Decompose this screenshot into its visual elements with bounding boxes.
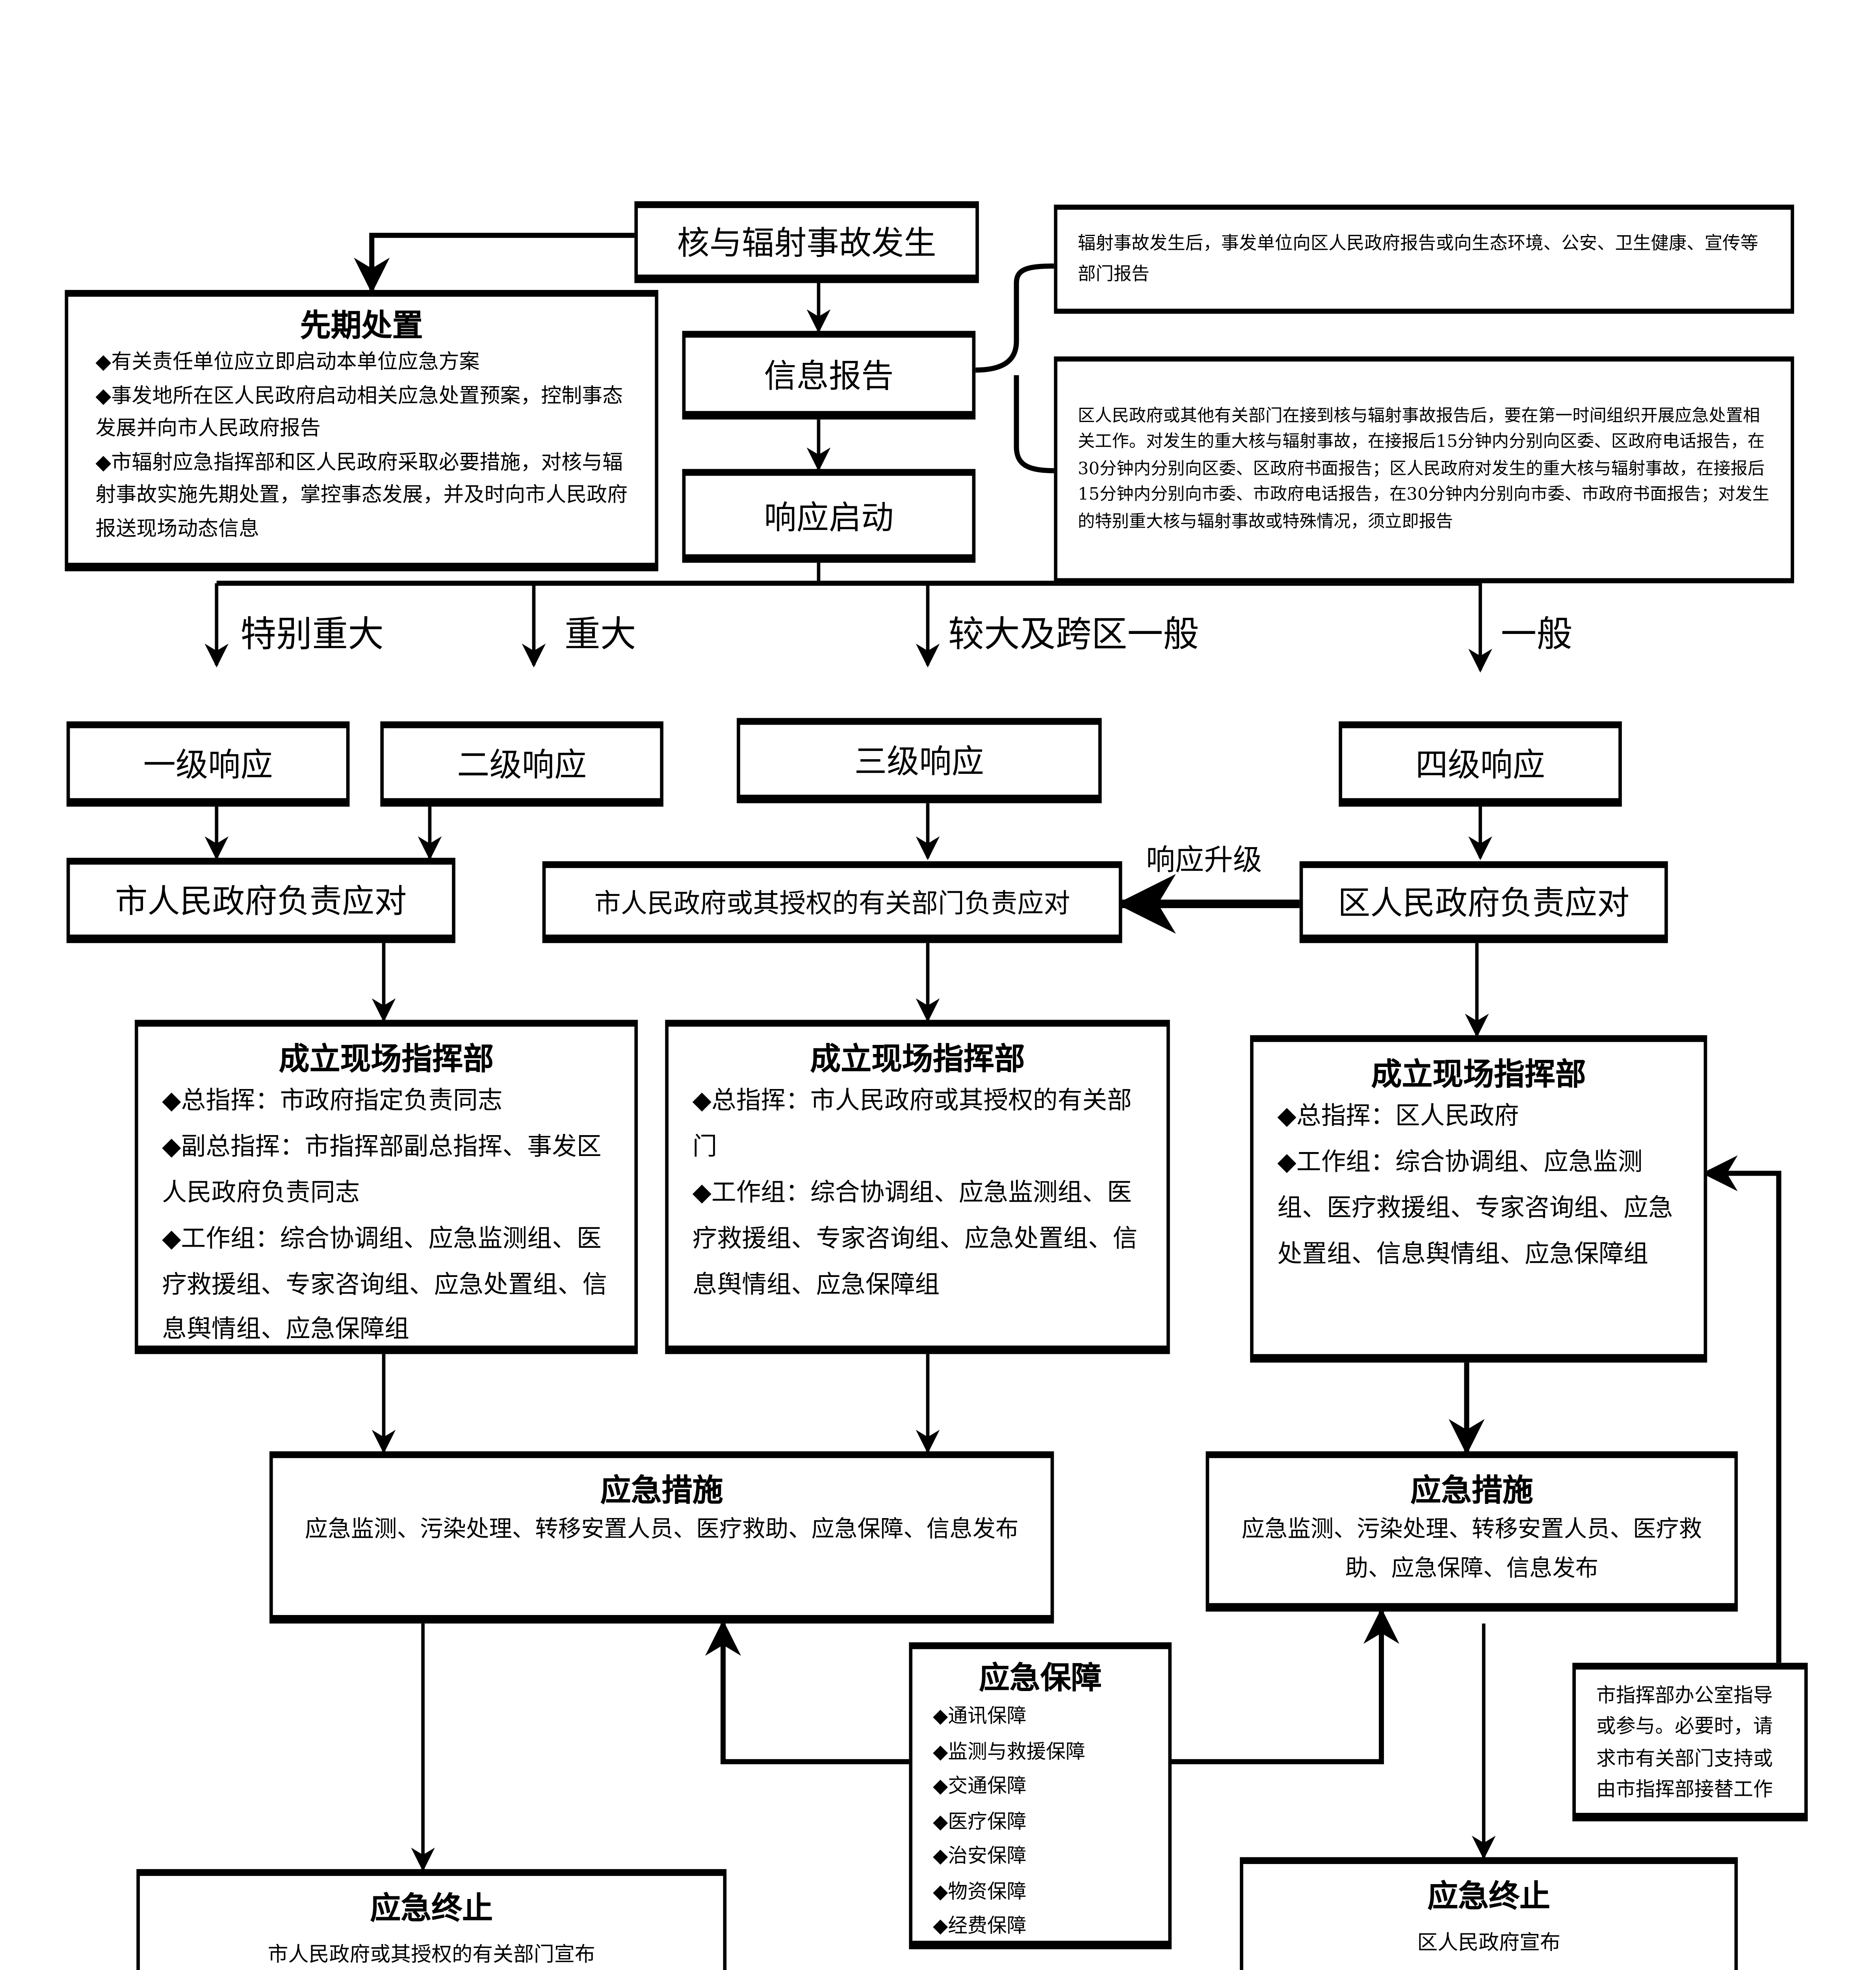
level-3-box: 三级响应	[737, 718, 1102, 803]
report-note-1-text: 辐射事故发生后，事发单位向区人民政府报告或向生态环境、公安、卫生健康、宣传等部门…	[1077, 233, 1759, 285]
measures-title: 应急措施	[1410, 1473, 1533, 1509]
severity-label-extreme: 特别重大	[240, 614, 384, 655]
command-item: ◆工作组：综合协调组、应急监测组、医疗救援组、专家咨询组、应急处置组、信息舆情组…	[162, 1226, 607, 1345]
level-1-label: 一级响应	[143, 747, 273, 785]
level-2-label: 二级响应	[457, 747, 587, 785]
city-responsible-box: 市人民政府负责应对	[66, 858, 455, 943]
citydept-responsible-label: 市人民政府或其授权的有关部门负责应对	[594, 887, 1070, 918]
support-item: ◆物资保障	[932, 1879, 1027, 1903]
measures-title: 应急措施	[600, 1473, 723, 1509]
arrow-start-to-early	[354, 232, 636, 294]
report-note-2-text: 区人民政府或其他有关部门在接到核与辐射事故报告后，要在第一时间组织开展应急处置相…	[1077, 407, 1770, 532]
arrow-support-left-measures	[705, 1620, 913, 1764]
city-guidance-text: 市指挥部办公室指导或参与。必要时，请求市有关部门支持或由市指挥部接替工作	[1596, 1683, 1773, 1801]
command-item: ◆总指挥：市政府指定负责同志	[162, 1089, 503, 1116]
command-item: ◆副总指挥：市指挥部副总指挥、事发区人民政府负责同志	[162, 1134, 602, 1208]
accident-occurs-title: 核与辐射事故发生	[677, 225, 936, 263]
early-response-list: ◆有关责任单位应立即启动本单位应急方案 ◆事发地所在区人民政府启动相关应急处置预…	[95, 347, 628, 546]
support-item: ◆交通保障	[932, 1774, 1027, 1798]
severity-label-general: 一般	[1501, 614, 1573, 655]
command-post-district: 成立现场指挥部 ◆总指挥：区人民政府 ◆工作组：综合协调组、应急监测组、医疗救援…	[1250, 1035, 1707, 1363]
command-post-title: 成立现场指挥部	[810, 1042, 1025, 1078]
report-note-2: 区人民政府或其他有关部门在接到核与辐射事故报告后，要在第一时间组织开展应急处置相…	[1054, 356, 1794, 584]
termination-title: 应急终止	[1427, 1879, 1551, 1915]
city-responsible-label: 市人民政府负责应对	[115, 883, 407, 921]
brace-report-notes	[975, 263, 1054, 474]
accident-occurs-box: 核与辐射事故发生	[634, 201, 979, 283]
termination-title: 应急终止	[370, 1891, 493, 1927]
response-start-box: 响应启动	[682, 469, 976, 563]
level-1-box: 一级响应	[66, 721, 350, 807]
citydept-responsible-box: 市人民政府或其授权的有关部门负责应对	[542, 861, 1122, 943]
response-start-title: 响应启动	[764, 499, 894, 537]
escalation-label: 响应升级	[1146, 844, 1262, 879]
measures-text: 应急监测、污染处理、转移安置人员、医疗救助、应急保障、信息发布	[1241, 1517, 1702, 1583]
support-item: ◆经费保障	[932, 1914, 1027, 1938]
measures-city: 应急措施 应急监测、污染处理、转移安置人员、医疗救助、应急保障、信息发布	[269, 1451, 1054, 1624]
command-post-title: 成立现场指挥部	[1371, 1057, 1586, 1093]
command-post-title: 成立现场指挥部	[279, 1042, 494, 1078]
command-item: ◆总指挥：市人民政府或其授权的有关部门	[692, 1089, 1132, 1162]
termination-city: 应急终止 市人民政府或其授权的有关部门宣布	[136, 1869, 727, 1970]
measures-district: 应急措施 应急监测、污染处理、转移安置人员、医疗救助、应急保障、信息发布	[1205, 1451, 1738, 1612]
district-responsible-box: 区人民政府负责应对	[1299, 861, 1668, 943]
info-report-title: 信息报告	[764, 358, 894, 396]
severity-label-major: 重大	[564, 614, 636, 655]
command-item: ◆工作组：综合协调组、应急监测组、医疗救援组、专家咨询组、应急处置组、信息舆情组…	[1277, 1150, 1673, 1269]
early-response-item: ◆事发地所在区人民政府启动相关应急处置预案，控制事态发展并向市人民政府报告	[95, 383, 623, 440]
command-post-items: ◆总指挥：市人民政府或其授权的有关部门 ◆工作组：综合协调组、应急监测组、医疗救…	[693, 1080, 1143, 1309]
support-item: ◆治安保障	[932, 1844, 1027, 1868]
command-post-items: ◆总指挥：区人民政府 ◆工作组：综合协调组、应急监测组、医疗救援组、专家咨询组、…	[1277, 1096, 1680, 1279]
city-guidance-box: 市指挥部办公室指导或参与。必要时，请求市有关部门支持或由市指挥部接替工作	[1572, 1663, 1808, 1821]
support-item: ◆监测与救援保障	[932, 1739, 1085, 1763]
support-item: ◆通讯保障	[932, 1704, 1027, 1728]
early-response-item: ◆有关责任单位应立即启动本单位应急方案	[95, 350, 480, 374]
command-post-city: 成立现场指挥部 ◆总指挥：市政府指定负责同志 ◆副总指挥：市指挥部副总指挥、事发…	[134, 1020, 638, 1355]
early-response-item: ◆市辐射应急指挥部和区人民政府采取必要措施，对核与辐射事故实施先期处置，掌控事态…	[95, 450, 628, 540]
district-responsible-label: 区人民政府负责应对	[1338, 885, 1630, 923]
arrow-guidance-feedback	[1701, 1155, 1781, 1663]
level-4-box: 四级响应	[1339, 721, 1622, 807]
command-post-citydept: 成立现场指挥部 ◆总指挥：市人民政府或其授权的有关部门 ◆工作组：综合协调组、应…	[665, 1020, 1170, 1354]
termination-text: 市人民政府或其授权的有关部门宣布	[267, 1943, 595, 1967]
termination-text: 区人民政府宣布	[1417, 1931, 1561, 1955]
support-title: 应急保障	[979, 1661, 1102, 1697]
command-item: ◆总指挥：区人民政府	[1277, 1104, 1519, 1132]
support-item: ◆医疗保障	[932, 1809, 1027, 1833]
level-4-label: 四级响应	[1415, 747, 1545, 785]
command-item: ◆工作组：综合协调组、应急监测组、医疗救援组、专家咨询组、应急处置组、信息舆情组…	[692, 1180, 1138, 1299]
support-list: ◆通讯保障 ◆监测与救援保障 ◆交通保障 ◆医疗保障 ◆治安保障 ◆物资保障 ◆…	[933, 1699, 1148, 1944]
support-box: 应急保障 ◆通讯保障 ◆监测与救援保障 ◆交通保障 ◆医疗保障 ◆治安保障 ◆物…	[909, 1642, 1172, 1950]
command-post-items: ◆总指挥：市政府指定负责同志 ◆副总指挥：市指挥部副总指挥、事发区人民政府负责同…	[162, 1080, 611, 1355]
measures-text: 应急监测、污染处理、转移安置人员、医疗救助、应急保障、信息发布	[305, 1517, 1019, 1544]
early-response-box: 先期处置 ◆有关责任单位应立即启动本单位应急方案 ◆事发地所在区人民政府启动相关…	[65, 290, 658, 572]
level-2-box: 二级响应	[380, 721, 663, 807]
early-response-title: 先期处置	[300, 309, 423, 345]
termination-district: 应急终止 区人民政府宣布	[1240, 1857, 1738, 1970]
severity-label-large: 较大及跨区一般	[948, 614, 1199, 655]
report-note-1: 辐射事故发生后，事发单位向区人民政府报告或向生态环境、公安、卫生健康、宣传等部门…	[1054, 204, 1794, 314]
level-3-label: 三级响应	[854, 743, 984, 781]
info-report-box: 信息报告	[682, 331, 976, 420]
arrow-support-right-measures	[1168, 1608, 1399, 1764]
